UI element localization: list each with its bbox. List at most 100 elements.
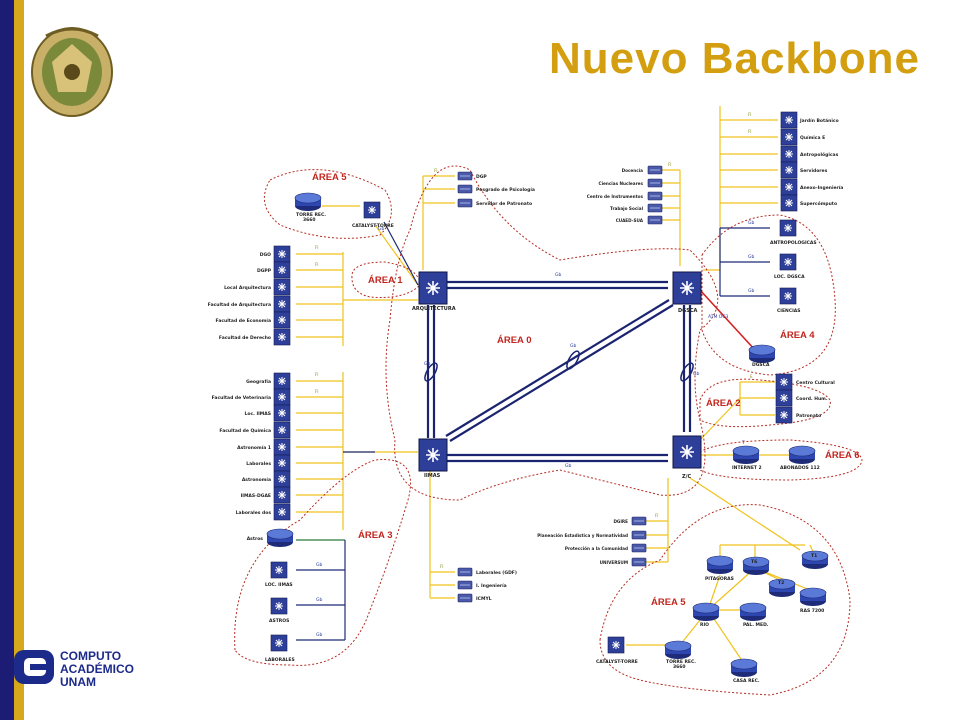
svg-text:T1: T1 <box>811 553 817 559</box>
iimas-list: Geografía Facultad de Veterinaria Loc. I… <box>212 372 291 521</box>
svg-text:FI: FI <box>315 372 318 377</box>
area-label-1: ÁREA 1 <box>368 275 403 286</box>
svg-text:FI: FI <box>315 262 318 267</box>
svg-text:T: T <box>741 440 745 446</box>
svg-text:Coord. Hum.: Coord. Hum. <box>796 396 828 402</box>
svg-text:Gb: Gb <box>316 562 322 568</box>
svg-text:DGIRE: DGIRE <box>613 519 628 524</box>
svg-text:ANTROPOLOGICAS: ANTROPOLOGICAS <box>770 240 817 246</box>
switch-loc-dgsca <box>779 253 797 271</box>
dgsca-left-list: Docencia Ciencias Nucleares Centro de In… <box>587 165 663 225</box>
area-label-5-top: ÁREA 5 <box>312 172 347 183</box>
svg-text:Gb: Gb <box>316 597 322 603</box>
svg-text:Facultad de Arquitectura: Facultad de Arquitectura <box>208 302 271 308</box>
router-ras7200 <box>799 587 827 607</box>
svg-text:Gb: Gb <box>424 361 430 367</box>
svg-text:Facultad de Economía: Facultad de Economía <box>216 317 271 324</box>
svg-text:Laborales dos: Laborales dos <box>236 510 272 516</box>
router-rio <box>692 602 720 622</box>
svg-text:RIO: RIO <box>700 622 709 628</box>
svg-text:CATALYST-TORRE: CATALYST-TORRE <box>352 223 394 229</box>
feeder-lines <box>296 106 816 666</box>
svg-text:Facultad de Química: Facultad de Química <box>219 427 271 434</box>
svg-text:CASA REC.: CASA REC. <box>733 678 760 684</box>
svg-text:Anexo-Ingeniería: Anexo-Ingeniería <box>800 184 843 191</box>
svg-text:Gb: Gb <box>555 272 561 278</box>
svg-text:T6: T6 <box>751 559 757 565</box>
svg-text:E: E <box>750 374 753 379</box>
svg-text:Gb: Gb <box>378 226 384 232</box>
svg-text:ICMYL: ICMYL <box>476 596 492 602</box>
svg-text:Astros: Astros <box>247 536 264 542</box>
core-switch-zc <box>672 435 702 469</box>
area5-top-boundary <box>263 169 392 239</box>
svg-text:DGP: DGP <box>476 174 487 180</box>
svg-text:Servidor de Patronato: Servidor de Patronato <box>476 201 532 207</box>
svg-text:Supercómputo: Supercómputo <box>800 200 837 207</box>
svg-text:Geografía: Geografía <box>246 378 271 385</box>
svg-text:Docencia: Docencia <box>622 168 644 173</box>
area4-boundary <box>701 214 836 376</box>
page-title: Nuevo Backbone <box>549 34 920 83</box>
router-abonados <box>788 445 816 465</box>
switch-loc-iimas <box>270 561 288 579</box>
svg-text:FI: FI <box>434 168 437 173</box>
svg-text:FI: FI <box>748 112 751 117</box>
area2-list: Centro Cultural Coord. Hum. Patronato <box>775 373 835 424</box>
svg-text:Protección a la Comunidad: Protección a la Comunidad <box>565 546 628 551</box>
svg-text:CUAED-SUA: CUAED-SUA <box>616 218 644 223</box>
svg-text:Astronomía 1: Astronomía 1 <box>237 444 271 451</box>
svg-text:IIMAS-DGAE: IIMAS-DGAE <box>241 493 271 499</box>
svg-text:Facultad de Veterinaria: Facultad de Veterinaria <box>212 395 271 401</box>
area-label-3: ÁREA 3 <box>358 530 393 541</box>
catalyst-torre-bottom <box>607 636 625 654</box>
router-torre-rec <box>294 192 322 212</box>
backbone-links <box>426 280 692 463</box>
svg-text:FI: FI <box>440 564 443 569</box>
svg-text:FI: FI <box>655 513 658 518</box>
svg-text:Gb: Gb <box>693 371 699 377</box>
area-label-5-bottom: ÁREA 5 <box>651 597 686 608</box>
svg-text:ABONADOS 112: ABONADOS 112 <box>780 465 820 471</box>
gb-links <box>296 221 770 641</box>
svg-text:ASTROS: ASTROS <box>269 618 289 624</box>
switch-ciencias <box>779 287 797 305</box>
svg-text:I. Ingeniería: I. Ingeniería <box>476 582 507 589</box>
core-switch-dgsca <box>672 271 702 305</box>
svg-text:FI: FI <box>748 129 751 134</box>
atm-label: ATM OC3 <box>708 314 728 320</box>
iimas-bottom-list: Laborales (GDF) I. Ingeniería ICMYL <box>457 567 517 603</box>
svg-text:Centro de Instrumentos: Centro de Instrumentos <box>587 194 644 199</box>
svg-text:Posgrado de Psicología: Posgrado de Psicología <box>476 186 535 193</box>
svg-text:FI: FI <box>315 245 318 250</box>
svg-text:Antropológicas: Antropológicas <box>800 151 839 158</box>
area-label-6: ÁREA 6 <box>825 450 860 461</box>
area0-boundary <box>385 165 719 501</box>
area5-bottom-boundary <box>599 504 851 696</box>
svg-text:DGSCA: DGSCA <box>752 362 770 368</box>
unam-seal-icon <box>31 27 113 117</box>
core-label-zc: Z/C <box>682 474 691 480</box>
svg-text:TORRE REC.: TORRE REC. <box>296 212 326 218</box>
svg-text:Planeación Estadística y Norma: Planeación Estadística y Normatividad <box>537 533 628 538</box>
svg-text:Jardín Botánico: Jardín Botánico <box>799 117 839 124</box>
svg-text:DGPP: DGPP <box>257 268 272 274</box>
svg-text:Gb: Gb <box>570 343 576 349</box>
svg-text:FI: FI <box>315 389 318 394</box>
zc-list: DGIRE Planeación Estadística y Normativi… <box>537 516 647 567</box>
top-center-list: DGP Posgrado de Psicología Servidor de P… <box>457 171 535 208</box>
area-label-0: ÁREA 0 <box>497 335 532 346</box>
svg-text:Local Arquitectura: Local Arquitectura <box>224 285 271 291</box>
svg-text:Química E: Química E <box>800 134 825 141</box>
svg-text:Laborales: Laborales <box>246 461 271 467</box>
svg-text:Trabajo Social: Trabajo Social <box>610 206 644 211</box>
switch-laborales <box>270 634 288 652</box>
svg-text:LABORALES: LABORALES <box>265 657 295 663</box>
svg-text:Gb: Gb <box>748 220 754 226</box>
router-internet2 <box>732 445 760 465</box>
switch-antropologicas <box>779 219 797 237</box>
arquitectura-list: DGO DGPP Local Arquitectura Facultad de … <box>208 245 291 346</box>
logo-line1: COMPUTO <box>60 649 121 663</box>
svg-text:RAS 7200: RAS 7200 <box>800 608 824 614</box>
link-type-labels: FI FI FI FI FI FI FI FI E FI FI Gb Gb Gb… <box>315 112 754 638</box>
